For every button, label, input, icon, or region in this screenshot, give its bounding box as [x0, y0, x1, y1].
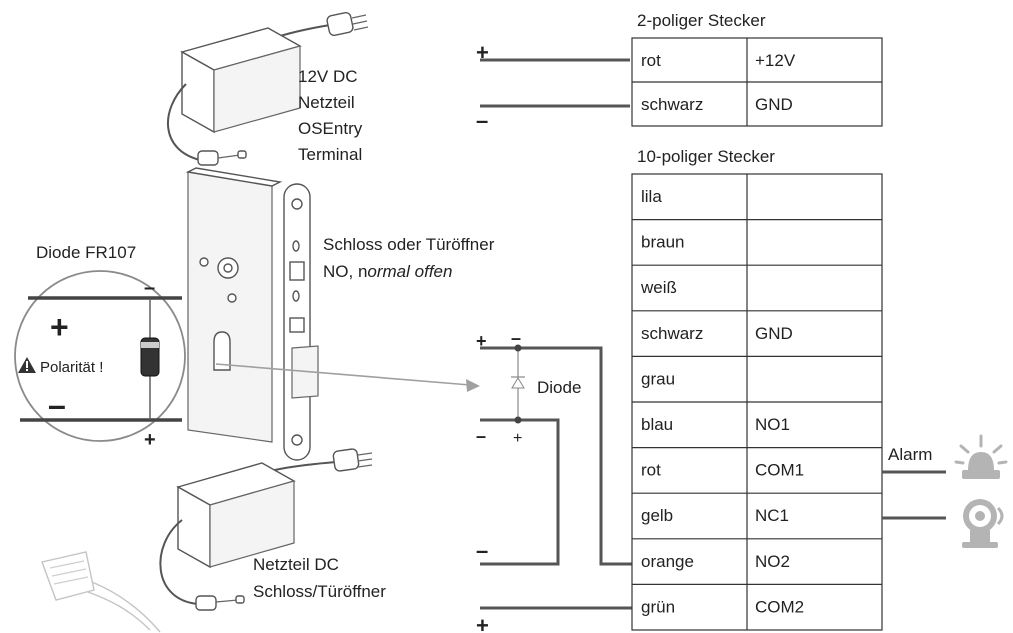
connector-2pin-signal: +12V — [755, 51, 796, 70]
psu-terminal-label: 12V DC Netzteil OSEntry Terminal — [298, 67, 363, 164]
diode-detail: Diode FR107 – + + – Polarität ! — [14, 243, 186, 451]
diode-circuit-top-right: – — [511, 328, 521, 348]
warning-triangle-icon — [18, 357, 36, 373]
connector-10pin-color: braun — [641, 233, 684, 252]
lock-label: Schloss oder Türöffner NO, normal offen — [323, 235, 495, 281]
alarm-beacon-icon — [954, 434, 1008, 479]
psu-lock-label: Netzteil DC Schloss/Türöffner — [253, 555, 386, 601]
lock-type-text: NO, n — [323, 262, 367, 281]
lock-type-italic: ormal offen — [367, 262, 452, 281]
connector-10pin-signal: NC1 — [755, 506, 789, 525]
pointer-arrow — [215, 363, 480, 392]
diode-circuit-bottom-left: – — [476, 426, 486, 446]
diode-circuit-bottom-right: + — [513, 430, 522, 447]
diode-detail-title: Diode FR107 — [36, 243, 136, 262]
alarm-label: Alarm — [888, 445, 932, 464]
svg-text:Netzteil: Netzteil — [298, 93, 355, 112]
diode-circuit: + – Diode + – – + – + — [476, 40, 632, 633]
power-supply-lock — [159, 448, 373, 611]
diode-bottom-terminal: + — [144, 429, 156, 451]
connector-10pin-color: lila — [641, 187, 662, 206]
connector-10pin-color: weiß — [640, 278, 677, 297]
svg-text:NO, normal offen: NO, normal offen — [323, 262, 452, 281]
connector-10pin-color: orange — [641, 552, 694, 571]
connector-10pin-color: schwarz — [641, 324, 703, 343]
svg-text:OSEntry: OSEntry — [298, 119, 363, 138]
connector-10pin-signal: COM1 — [755, 461, 804, 480]
svg-text:Netzteil DC: Netzteil DC — [253, 555, 339, 574]
diode-minus-sign: – — [48, 387, 66, 423]
lock-supply-minus-sign: – — [476, 538, 488, 563]
supply-minus-sign: – — [476, 108, 488, 133]
svg-text:Schloss/Türöffner: Schloss/Türöffner — [253, 582, 386, 601]
alarm-outputs: Alarm — [882, 434, 1008, 548]
connector-10pin-color: gelb — [641, 506, 673, 525]
polarity-warning: Polarität ! — [40, 359, 103, 376]
lock-supply-plus-sign: + — [476, 613, 489, 633]
connector-10pin-signal: GND — [755, 324, 793, 343]
svg-text:Schloss oder Türöffner: Schloss oder Türöffner — [323, 235, 495, 254]
connector-2pin-title: 2-poliger Stecker — [637, 11, 766, 30]
diode-circuit-top-left: + — [476, 331, 487, 351]
connector-10pin-color: grün — [641, 597, 675, 616]
connector-10pin: 10-poliger Stecker lila braun weiß schwarz G… — [631, 147, 883, 631]
connector-10pin-signal: NO1 — [755, 415, 790, 434]
power-supply-terminal — [166, 11, 369, 166]
diode-plus-sign: + — [50, 309, 69, 345]
connector-10pin-signal: COM2 — [755, 597, 804, 616]
connector-10pin-color: grau — [641, 369, 675, 388]
connector-2pin-color: rot — [641, 51, 661, 70]
connector-10pin-signal: NO2 — [755, 552, 790, 571]
connector-2pin-signal: GND — [755, 95, 793, 114]
connector-10pin-color: rot — [641, 461, 661, 480]
diode-top-terminal: – — [144, 277, 155, 299]
diode-circuit-label: Diode — [537, 378, 581, 397]
door-lock-illustration — [185, 167, 319, 461]
svg-text:Terminal: Terminal — [298, 145, 362, 164]
network-plug-icon — [41, 551, 161, 633]
connector-2pin-color: schwarz — [641, 95, 703, 114]
connector-10pin-color: blau — [641, 415, 673, 434]
connector-10pin-title: 10-poliger Stecker — [637, 147, 775, 166]
bell-icon — [962, 499, 1004, 548]
supply-plus-sign: + — [476, 40, 489, 65]
svg-text:12V DC: 12V DC — [298, 67, 358, 86]
connector-2pin: 2-poliger Stecker rot +12V schwarz GND — [631, 11, 883, 127]
